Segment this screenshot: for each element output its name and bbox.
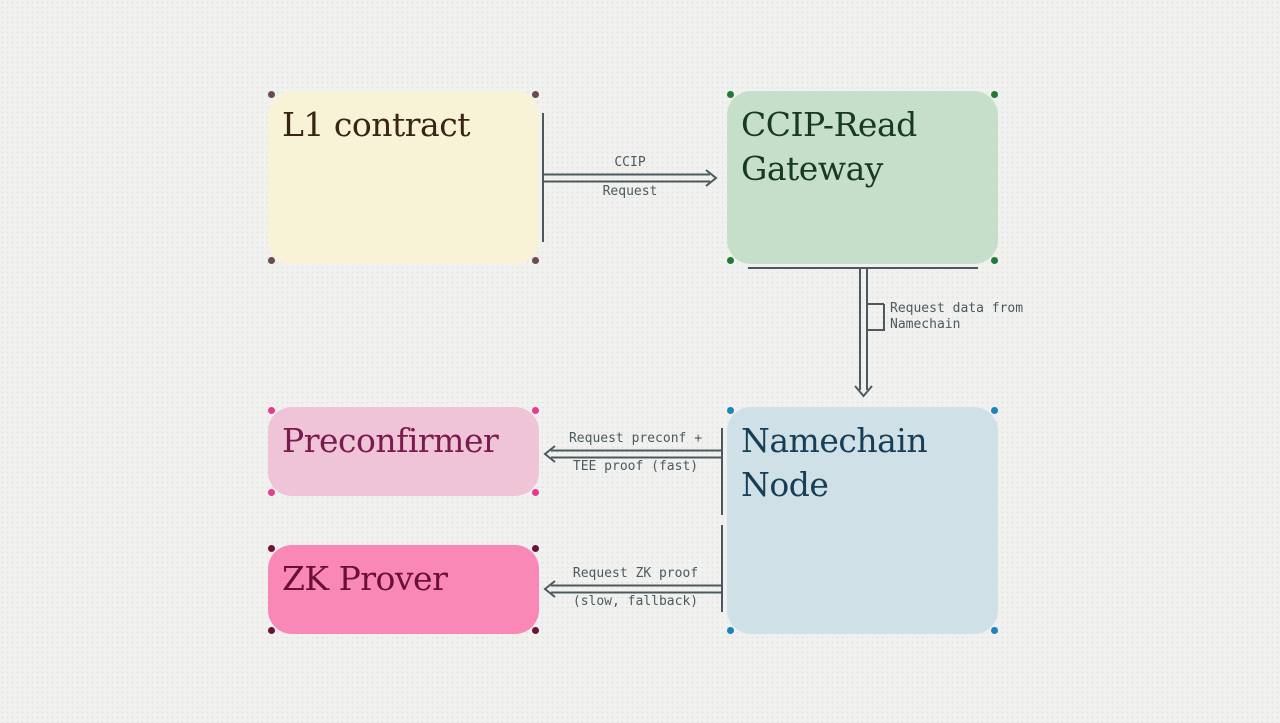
- resize-handle[interactable]: [991, 91, 998, 98]
- resize-handle[interactable]: [532, 489, 539, 496]
- arrowhead: [543, 445, 556, 463]
- resize-handle[interactable]: [268, 489, 275, 496]
- edge-label-line: Request: [602, 184, 658, 199]
- node-preconfirmer[interactable]: Preconfirmer: [268, 407, 539, 496]
- edge-label-line: CCIP: [614, 155, 646, 170]
- resize-handle[interactable]: [727, 627, 734, 634]
- edge-label-line: Request data from: [890, 301, 1024, 316]
- resize-handle[interactable]: [532, 627, 539, 634]
- edge-request-data: [748, 267, 978, 398]
- resize-handle[interactable]: [268, 545, 275, 552]
- edge-label-preconf-top: Request preconf +: [558, 431, 713, 447]
- edge-label-ccip: CCIP: [590, 155, 670, 171]
- arrowhead: [705, 169, 718, 187]
- resize-handle[interactable]: [268, 407, 275, 414]
- resize-handle[interactable]: [268, 91, 275, 98]
- node-namechain-node[interactable]: Namechain Node: [727, 407, 998, 634]
- node-l1-contract[interactable]: L1 contract: [268, 91, 539, 264]
- resize-handle[interactable]: [532, 91, 539, 98]
- resize-handle[interactable]: [991, 627, 998, 634]
- edge-label-preconf-bottom: TEE proof (fast): [558, 459, 713, 475]
- resize-handle[interactable]: [532, 545, 539, 552]
- resize-handle[interactable]: [727, 91, 734, 98]
- edge-label-line: Request ZK proof: [572, 566, 699, 581]
- node-title: Preconfirmer: [282, 421, 499, 460]
- resize-handle[interactable]: [268, 257, 275, 264]
- edge-request-zk: [543, 525, 723, 612]
- node-title: CCIP-Read Gateway: [741, 105, 917, 188]
- arrowhead: [543, 580, 556, 598]
- edge-label-request: Request: [590, 184, 670, 200]
- edge-label-request-data: Request data from Namechain: [890, 301, 1023, 333]
- edge-label-line: TEE proof (fast): [572, 459, 699, 474]
- edge-label-zk-top: Request ZK proof: [558, 566, 713, 582]
- node-ccip-read-gateway[interactable]: CCIP-Read Gateway: [727, 91, 998, 264]
- arrowhead: [854, 385, 873, 398]
- resize-handle[interactable]: [532, 407, 539, 414]
- resize-handle[interactable]: [727, 257, 734, 264]
- resize-handle[interactable]: [727, 407, 734, 414]
- edge-ccip-request: [542, 113, 718, 242]
- node-title: ZK Prover: [282, 559, 448, 598]
- resize-handle[interactable]: [991, 407, 998, 414]
- resize-handle[interactable]: [991, 257, 998, 264]
- resize-handle[interactable]: [532, 257, 539, 264]
- edge-request-preconf: [543, 428, 723, 515]
- node-title: L1 contract: [282, 105, 470, 144]
- edge-label-line: (slow, fallback): [572, 594, 699, 609]
- edge-label-line: Namechain: [890, 317, 961, 332]
- node-zk-prover[interactable]: ZK Prover: [268, 545, 539, 634]
- edge-label-line: Request preconf +: [568, 431, 703, 446]
- node-title: Namechain Node: [741, 421, 928, 504]
- resize-handle[interactable]: [268, 627, 275, 634]
- edge-label-zk-bottom: (slow, fallback): [558, 594, 713, 610]
